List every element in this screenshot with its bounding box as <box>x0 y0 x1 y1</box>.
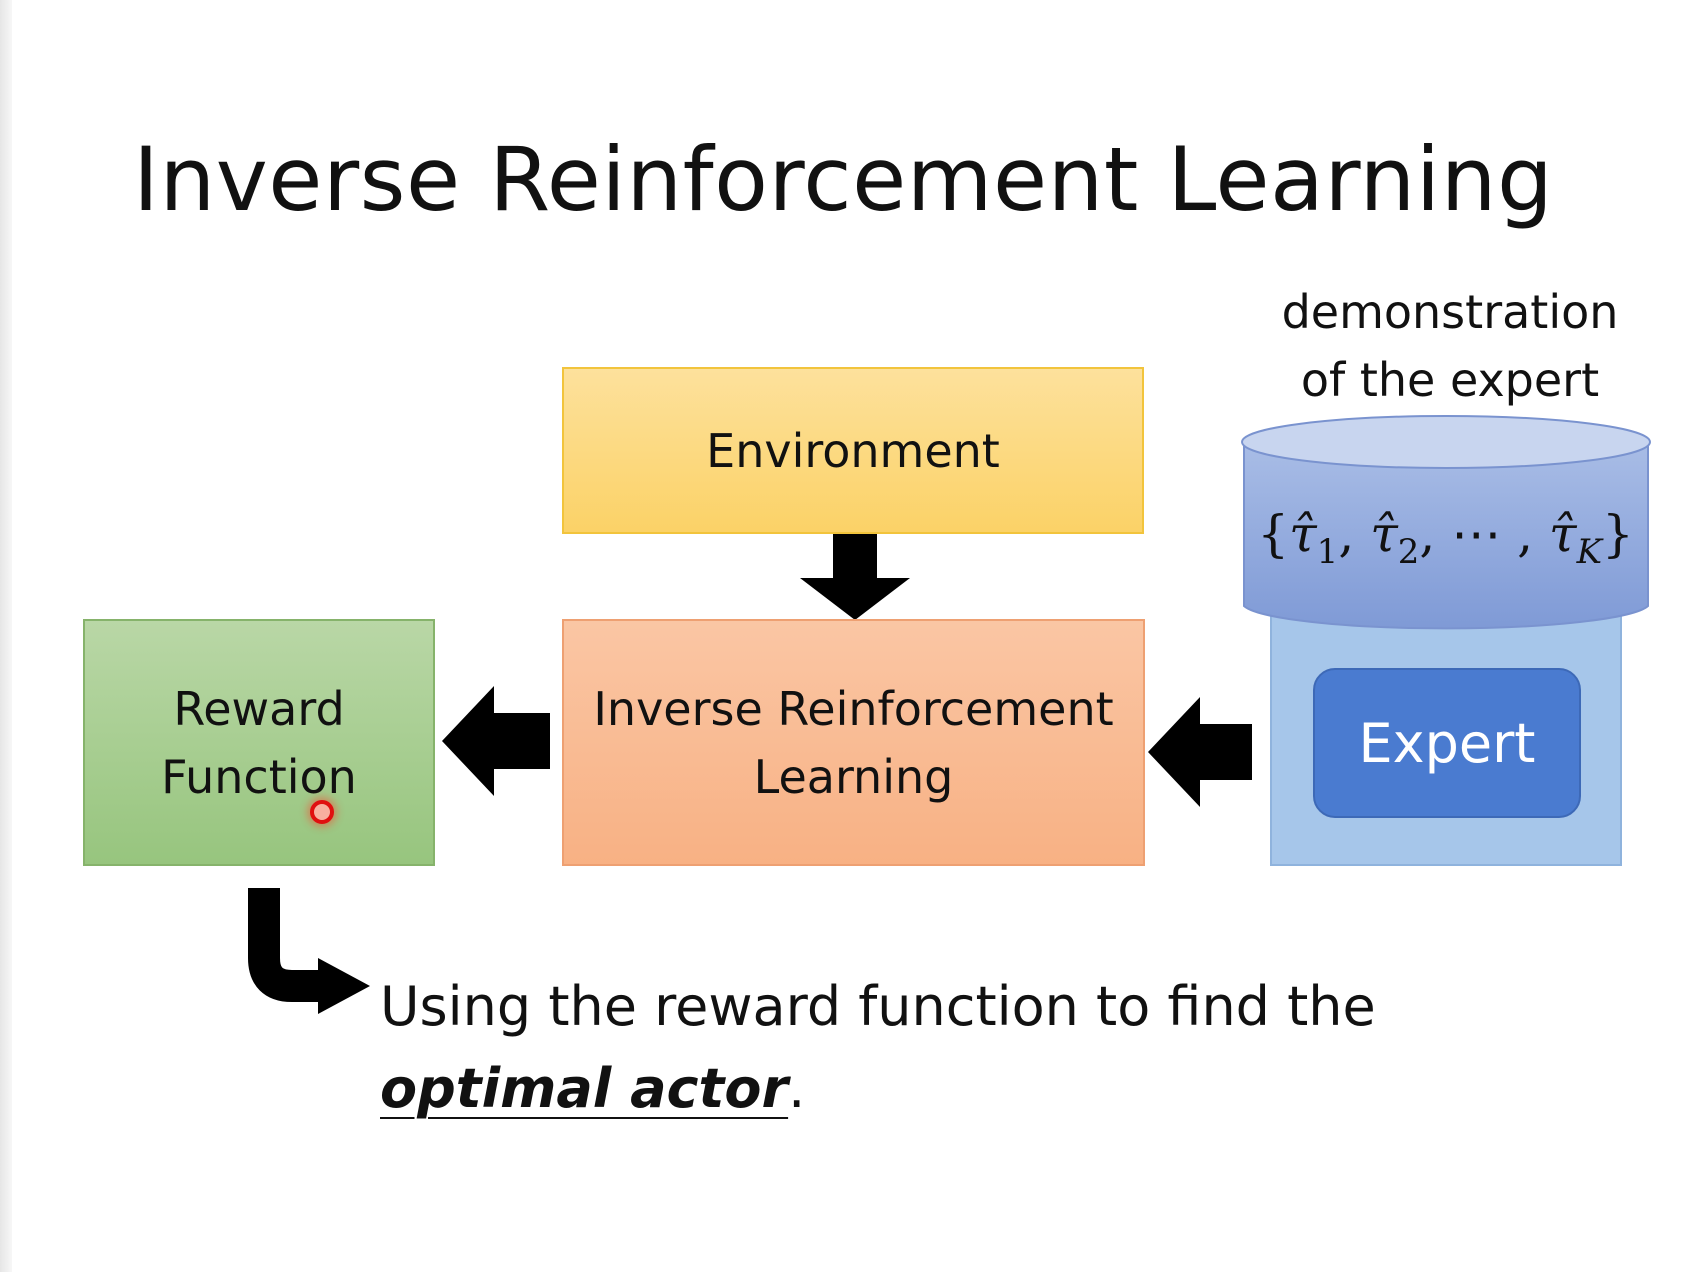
trajectory-1-symbol: τ̂ <box>1289 505 1317 563</box>
left-edge-strip <box>0 0 12 1272</box>
trajectory-2-symbol: τ̂ <box>1370 505 1398 563</box>
irl-label-line1: Inverse Reinforcement <box>593 681 1114 736</box>
down-arrow-icon <box>800 534 910 620</box>
footer-period: . <box>788 1057 806 1120</box>
trajectory-ellipsis: ⋯ <box>1451 505 1502 563</box>
environment-box: Environment <box>562 367 1144 534</box>
environment-label: Environment <box>706 423 1000 478</box>
demonstration-label-line2: of the expert <box>1300 353 1600 407</box>
left-arrow-icon <box>442 686 550 796</box>
trajectory-2-subscript: 2 <box>1397 532 1420 572</box>
footer-line2: optimal actor. <box>380 1048 1376 1130</box>
demonstration-label-line1: demonstration <box>1281 285 1619 339</box>
trajectory-1-subscript: 1 <box>1316 532 1339 572</box>
reward-label-line2: Function <box>161 749 357 804</box>
irl-box: Inverse Reinforcement Learning <box>562 619 1145 866</box>
irl-label-line2: Learning <box>753 749 954 804</box>
trajectory-set: {τ̂1, τ̂2, ⋯ , τ̂K} <box>1257 505 1634 572</box>
reward-function-box: Reward Function <box>83 619 435 866</box>
reward-label-line1: Reward <box>173 681 345 736</box>
bent-arrow-icon <box>248 888 370 1014</box>
trajectory-k-subscript: K <box>1576 532 1602 572</box>
footer-text: Using the reward function to find the op… <box>380 966 1376 1130</box>
left-arrow-icon <box>1148 697 1252 807</box>
database-cylinder-icon <box>1241 415 1651 630</box>
demonstration-label: demonstration of the expert <box>1240 278 1660 414</box>
trajectory-k-symbol: τ̂ <box>1548 505 1577 563</box>
expert-button[interactable]: Expert <box>1313 668 1581 818</box>
slide-title: Inverse Reinforcement Learning <box>133 128 1554 231</box>
footer-line1: Using the reward function to find the <box>380 975 1376 1038</box>
laser-pointer-icon <box>310 800 334 824</box>
footer-emphasis: optimal actor <box>380 1057 789 1120</box>
